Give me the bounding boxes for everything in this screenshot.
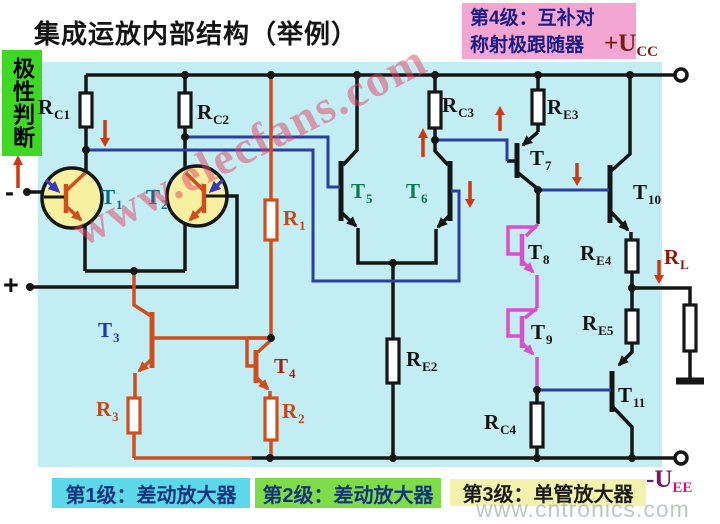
diode-chain (506, 222, 540, 391)
stage4-line1: 第4级：互补对 (470, 8, 595, 29)
label-rc1: RC1 (38, 95, 71, 122)
resistor-rc2 (177, 91, 193, 129)
ucc-supply-label: +UCC (604, 30, 658, 60)
label-t3: T3 (98, 318, 120, 345)
inverting-input-terminal (23, 188, 31, 196)
resistor-r2 (263, 396, 279, 442)
resistors-orange (126, 198, 279, 442)
t5-emitter (340, 211, 358, 228)
t6-emitter (436, 213, 452, 229)
resistor-rc3 (427, 90, 443, 130)
label-t11: T11 (618, 383, 646, 410)
label-r1: R1 (283, 206, 306, 233)
current-arrows (13, 106, 664, 284)
uee-supply-label: -UEE (646, 466, 693, 496)
stage3-label: 第3级：单管放大器 (450, 479, 646, 506)
resistor-re2 (385, 337, 401, 385)
label-rl: RL (664, 245, 689, 272)
watermark-bottom: www.cntronics.com (476, 496, 690, 522)
t3-emitter (137, 357, 154, 373)
current-arrow-down-icon (465, 181, 475, 208)
current-arrow-up-icon (495, 106, 505, 131)
t2-input-arrow-icon (208, 178, 225, 194)
label-t5: T5 (351, 179, 373, 206)
label-re3: RE3 (547, 95, 579, 122)
blue-signal-wires (86, 135, 611, 392)
resistor-rc1 (78, 91, 94, 129)
t7-emitter (521, 130, 540, 147)
t8-emitter (520, 259, 535, 274)
stage1-label: 第1级：差动放大器 (52, 478, 250, 508)
current-arrow-down-icon (654, 260, 664, 284)
stage2-label: 第2级：差动放大器 (255, 478, 441, 508)
npn-transistors-black (338, 130, 634, 412)
resistor-rc4 (529, 401, 545, 449)
label-t6: T6 (406, 179, 428, 206)
label-t7: T7 (530, 146, 552, 173)
current-arrow-down-icon (572, 163, 582, 186)
current-arrow-up-icon (13, 155, 23, 188)
noninverting-input-terminal (26, 283, 34, 291)
ucc-terminal (673, 67, 689, 83)
noninverting-input-sign: + (3, 270, 19, 300)
t2-emitter (188, 204, 206, 222)
label-r2: R2 (282, 399, 305, 426)
t9-emitter (520, 341, 535, 356)
t11-emitter (617, 350, 634, 367)
label-re2: RE2 (406, 347, 438, 374)
page-title: 集成运放内部结构（举例） (34, 19, 359, 49)
input-pair (40, 164, 229, 230)
uee-terminal (673, 450, 689, 466)
resistor-re3 (530, 88, 546, 126)
resistor-re5 (624, 308, 640, 345)
bias-network (132, 75, 273, 460)
label-t4: T4 (274, 354, 296, 381)
label-t9: T9 (531, 320, 553, 347)
polarity-note: 极性判断 (2, 50, 42, 156)
t10-emitter (608, 209, 630, 232)
label-t2: T2 (146, 185, 168, 212)
label-t10: T10 (633, 180, 662, 207)
label-rc2: RC2 (197, 100, 230, 127)
t1-emitter (64, 204, 83, 222)
resistors-black (78, 88, 698, 449)
circuit-background-panel (38, 62, 662, 467)
label-rc3: RC3 (442, 93, 475, 120)
junction-dots (23, 71, 636, 462)
resistor-re4 (624, 238, 640, 274)
label-rc4: RC4 (484, 410, 517, 437)
resistor-r1 (263, 198, 279, 242)
inverting-input-sign: - (5, 177, 14, 207)
label-re5: RE5 (582, 311, 614, 338)
current-arrow-up-icon (418, 128, 428, 157)
label-r3: R3 (96, 397, 119, 424)
label-re4: RE4 (580, 241, 612, 268)
t1-input-arrow-icon (44, 178, 61, 194)
label-t1: T1 (101, 185, 123, 212)
resistor-rl (682, 303, 698, 353)
stage4-callout: 第4级：互补对 称射极跟随器 (462, 3, 636, 59)
t4-emitter (254, 375, 270, 391)
output-wire (632, 286, 692, 378)
stage4-line2: 称射极跟随器 (470, 35, 585, 56)
current-arrow-down-icon (100, 120, 110, 147)
resistor-r3 (126, 396, 142, 435)
label-t8: T8 (528, 240, 550, 267)
